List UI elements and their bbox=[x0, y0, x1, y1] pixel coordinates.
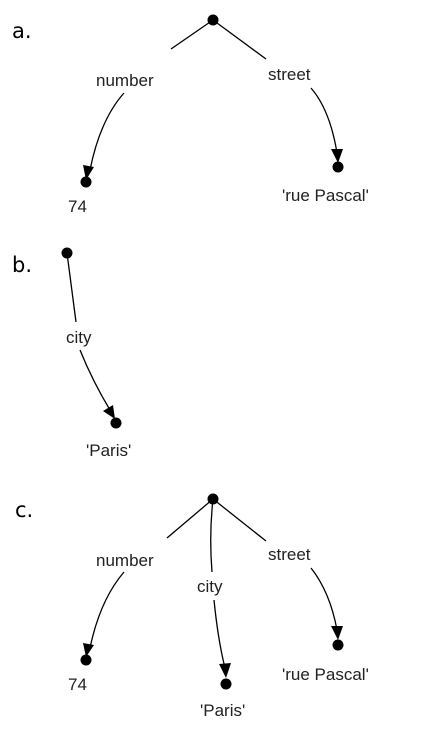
panel-a-arrowhead-number bbox=[83, 165, 94, 180]
panel-a-label: a. bbox=[12, 19, 32, 43]
panel-b-label: b. bbox=[12, 253, 32, 277]
panel-b-arrowhead-city bbox=[103, 405, 115, 419]
panel-a-leaf-number: 74 bbox=[68, 197, 87, 216]
panel-a-edge-number-lower bbox=[89, 92, 125, 171]
panel-c-node-street bbox=[332, 639, 344, 651]
panel-c-node-city bbox=[220, 678, 232, 690]
panel-c-node-number bbox=[80, 654, 92, 666]
panel-c-leaf-street: 'rue Pascal' bbox=[282, 665, 369, 684]
panel-c-edge-label-number: number bbox=[96, 551, 154, 570]
panel-c-edge-label-city: city bbox=[197, 577, 223, 596]
panel-b-edge-label-city: city bbox=[66, 328, 92, 347]
panel-a: a. number street 74 'rue Pascal' bbox=[12, 14, 369, 216]
panel-b-leaf-city: 'Paris' bbox=[86, 441, 131, 460]
panel-c-edge-street-upper bbox=[212, 498, 267, 542]
panel-a-edge-label-number: number bbox=[96, 71, 154, 90]
panel-c-edge-label-street: street bbox=[268, 545, 311, 564]
panel-c-arrowhead-number bbox=[83, 643, 94, 657]
panel-c-leaf-number: 74 bbox=[68, 675, 87, 694]
panel-a-root-node bbox=[207, 14, 219, 26]
panel-c-label: c. bbox=[15, 498, 33, 522]
panel-a-arrowhead-street bbox=[331, 149, 343, 163]
panel-c-edge-city-lower bbox=[213, 599, 226, 669]
panel-c-edge-number-upper bbox=[166, 498, 214, 539]
panel-c: c. number city street 74 'Paris' 'rue Pa… bbox=[15, 493, 369, 720]
panel-a-edge-street-lower bbox=[310, 87, 338, 154]
panel-c-edge-street-lower bbox=[310, 567, 338, 631]
panel-a-edge-label-street: street bbox=[268, 65, 311, 84]
panel-b-root-node bbox=[61, 247, 73, 259]
panel-a-edge-number-upper bbox=[170, 19, 214, 50]
panel-c-root-node bbox=[207, 493, 219, 505]
panel-b-edge-city-upper bbox=[66, 252, 77, 323]
panel-b-node-city bbox=[110, 417, 122, 429]
panel-c-edge-number-lower bbox=[89, 571, 125, 649]
panel-a-node-street bbox=[332, 161, 344, 173]
panel-a-leaf-street: 'rue Pascal' bbox=[282, 186, 369, 205]
panel-b: b. city 'Paris' bbox=[12, 247, 131, 460]
panel-c-edge-city-upper bbox=[210, 498, 214, 573]
panel-c-arrowhead-street bbox=[331, 626, 343, 640]
panel-a-edge-street-upper bbox=[212, 19, 267, 60]
panel-a-node-number bbox=[80, 176, 92, 188]
panel-c-arrowhead-city bbox=[219, 663, 231, 678]
panel-c-leaf-city: 'Paris' bbox=[200, 701, 245, 720]
panel-b-edge-city-lower bbox=[79, 349, 111, 411]
